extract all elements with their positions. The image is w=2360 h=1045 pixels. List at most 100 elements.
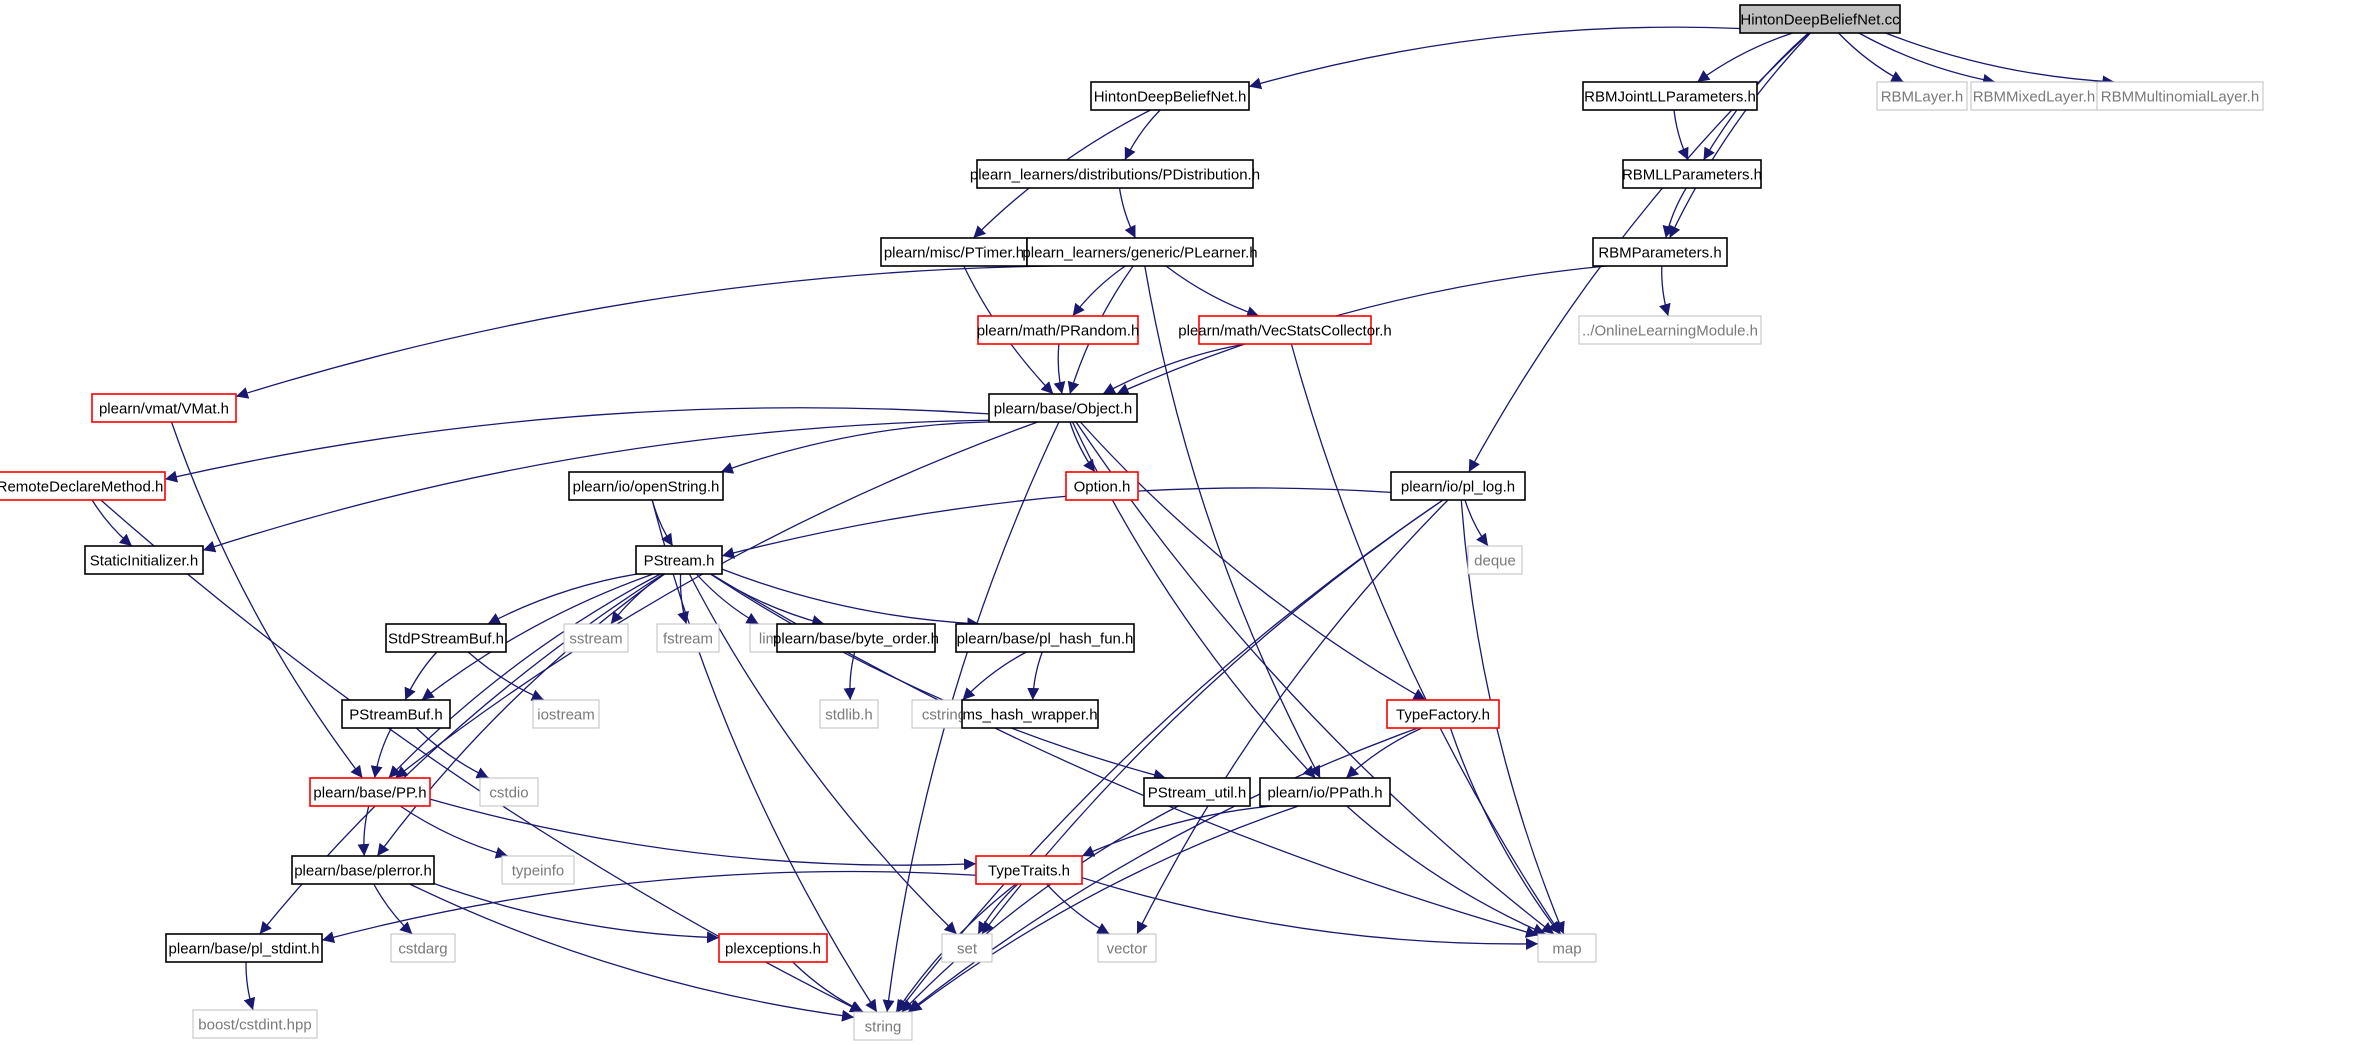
edge-object-to-openstring [720,421,990,474]
node-staticinitializer-h[interactable]: StaticInitializer.h [84,545,204,575]
node-label: vector [1107,941,1148,958]
node-box [84,545,204,575]
edge-rbmparams-to-online [1659,265,1671,317]
node-label: sstream [569,631,622,648]
node-hintondeepbeliefnet-h[interactable]: HintonDeepBeliefNet.h [1090,81,1250,111]
node-plearn-base-pp-h[interactable]: plearn/base/PP.h [309,777,431,807]
node-label: RBMParameters.h [1598,245,1721,262]
edge-pp-to-typeinfo [399,805,509,859]
node-plearn-base-pl-stdint-h[interactable]: plearn/base/pl_stdint.h [165,933,323,963]
edge-pstream-to-stdpsbuf [487,573,638,625]
edge-pstream-to-fstream [677,573,689,625]
node-label: iostream [537,707,595,724]
node-rbmlayer-h: RBMLayer.h [1876,81,1968,111]
edge-remote-to-staticinit [91,499,133,547]
node-box [568,471,724,501]
node-label: StaticInitializer.h [90,553,198,570]
edge-root-to-rbmjoint [1696,32,1793,83]
node-box [341,699,451,729]
edge-hashfun-to-mshash [1027,651,1043,701]
node-label: plearn/io/PPath.h [1267,785,1382,802]
edge-hdbn_h-to-pdist [1124,109,1161,161]
node-fstream: fstream [656,623,720,653]
node-label: ../OnlineLearningModule.h [1582,323,1758,340]
node-hintondeepbeliefnet-cc[interactable]: HintonDeepBeliefNet.cc [1739,4,1901,34]
node-box [1026,237,1254,267]
edge-pstream-to-psbuf [421,573,654,701]
node-label: plearn/misc/PTimer.h [884,245,1024,262]
node-box [1097,933,1157,963]
node-onlinelearningmodule-h: ../OnlineLearningModule.h [1578,315,1762,345]
node-plearn-io-ppath-h[interactable]: plearn/io/PPath.h [1259,777,1391,807]
node-plearn-learners-distributions-pdistribution-h[interactable]: plearn_learners/distributions/PDistribut… [970,159,1260,189]
node-typefactory-h[interactable]: TypeFactory.h [1386,699,1500,729]
edge-pstream-to-byteorder [710,573,825,627]
node-plearn-math-vecstatscollector-h[interactable]: plearn/math/VecStatsCollector.h [1178,315,1392,345]
node-box [955,623,1135,653]
node-box [880,237,1028,267]
node-box [1537,933,1597,963]
edge-root-to-rbmlayer [1838,32,1904,83]
node-box [1259,777,1391,807]
edge-plerror-to-plexceptions [433,882,720,944]
node-box [1090,81,1250,111]
edge-plearner-to-prandom [1072,265,1126,317]
node-label: plearn/base/pl_stdint.h [169,941,320,958]
node-plearn-vmat-vmat-h[interactable]: plearn/vmat/VMat.h [91,393,237,423]
node-string: string [853,1011,913,1041]
edge-byteorder-to-stdlib [843,651,856,701]
edge-object-to-map [1075,421,1555,935]
node-label: cstring [922,707,966,724]
node-rbmparameters-h[interactable]: RBMParameters.h [1592,237,1728,267]
node-label: plearn/vmat/VMat.h [99,401,229,418]
edge-pp-to-plerror [357,805,370,857]
node-stdlib-h: stdlib.h [819,699,879,729]
node-rbmllparameters-h[interactable]: RBMLLParameters.h [1622,159,1762,189]
node-box [1467,545,1523,575]
node-box [2096,81,2264,111]
node-plearn-math-prandom-h[interactable]: plearn/math/PRandom.h [977,315,1140,345]
node-box [291,855,435,885]
edge-plearner-to-vmat [235,265,1053,399]
node-box [1198,315,1372,345]
node-pstream-util-h[interactable]: PStream_util.h [1143,777,1251,807]
node-pstream-h[interactable]: PStream.h [635,545,723,575]
node-label: HintonDeepBeliefNet.h [1094,89,1247,106]
edge-openstring-to-string [651,499,878,1013]
edge-pllog-to-pstream [721,487,1392,559]
node-vector: vector [1097,933,1157,963]
edge-object-to-typefactory [1079,421,1426,701]
edge-pstream-to-psutil [709,573,1166,781]
node-typetraits-h[interactable]: TypeTraits.h [975,855,1083,885]
node-label: stdlib.h [825,707,873,724]
node-rbmjointllparameters-h[interactable]: RBMJointLLParameters.h [1582,81,1758,111]
node-plearn-base-byte-order-h[interactable]: plearn/base/byte_order.h [773,623,939,653]
node-box [988,393,1138,423]
edge-plexceptions-to-string [792,961,864,1013]
node-stdpstreambuf-h[interactable]: StdPStreamBuf.h [385,623,507,653]
node-plearn-base-object-h[interactable]: plearn/base/Object.h [988,393,1138,423]
edge-object-to-staticinit [202,419,990,553]
node-option-h[interactable]: Option.h [1065,471,1139,501]
node-plearn-base-plerror-h[interactable]: plearn/base/plerror.h [291,855,435,885]
node-plearn-base-pl-hash-fun-h[interactable]: plearn/base/pl_hash_fun.h [955,623,1135,653]
edge-hashfun-to-cstring [962,651,1027,701]
node-remotedeclaremethod-h[interactable]: RemoteDeclareMethod.h [0,471,166,501]
node-cstdio: cstdio [479,777,539,807]
node-plearn-io-openstring-h[interactable]: plearn/io/openString.h [568,471,724,501]
node-label: RemoteDeclareMethod.h [0,479,163,496]
node-pstreambuf-h[interactable]: PStreamBuf.h [341,699,451,729]
node-plearn-learners-generic-plearner-h[interactable]: plearn_learners/generic/PLearner.h [1022,237,1258,267]
node-box [91,393,237,423]
node-ms-hash-wrapper-h[interactable]: ms_hash_wrapper.h [961,699,1099,729]
node-label: plearn_learners/distributions/PDistribut… [970,167,1260,184]
node-label: Option.h [1074,479,1131,496]
node-plearn-io-pl-log-h[interactable]: plearn/io/pl_log.h [1390,471,1526,501]
edge-rbmjoint-to-rbmll [1673,109,1689,161]
node-plexceptions-h[interactable]: plexceptions.h [718,933,828,963]
node-box [776,623,936,653]
edge-ppath-to-map [1346,805,1546,935]
node-plearn-misc-ptimer-h[interactable]: plearn/misc/PTimer.h [880,237,1028,267]
node-label: plearn/io/openString.h [573,479,720,496]
edge-psbuf-to-cstdio [415,727,489,779]
